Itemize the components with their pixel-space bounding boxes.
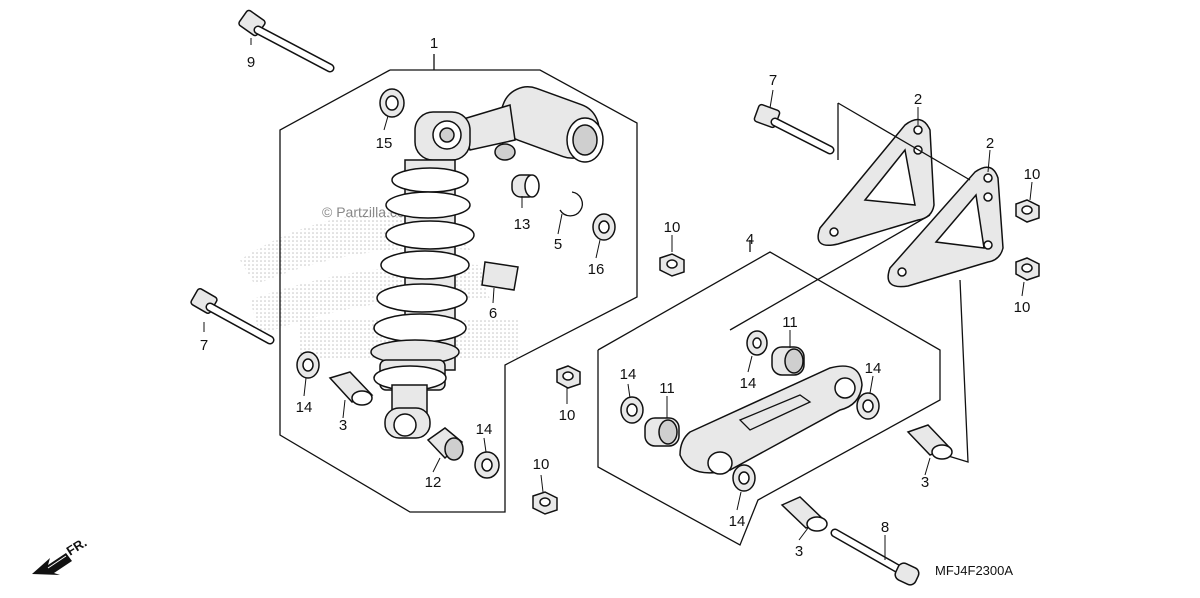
callout-12: 12 — [425, 474, 442, 491]
callout-3a: 3 — [339, 417, 347, 434]
callout-10b: 10 — [1024, 166, 1041, 183]
callout-14b: 14 — [476, 421, 493, 438]
callout-7b: 7 — [200, 337, 208, 354]
callout-10d: 10 — [559, 407, 576, 424]
callout-3b: 3 — [921, 474, 929, 491]
front-arrow-icon — [32, 553, 72, 575]
part-5-circlip — [559, 191, 583, 217]
callout-8: 8 — [881, 519, 889, 536]
part-14-seal-link-a — [746, 330, 768, 356]
callout-5: 5 — [554, 236, 562, 253]
part-8-bolt — [830, 528, 920, 586]
part-3-collar-left — [328, 371, 374, 406]
part-10-nut-d — [556, 365, 581, 389]
callout-10e: 10 — [533, 456, 550, 473]
callout-11a: 11 — [782, 314, 798, 331]
part-10-nut-a — [659, 253, 685, 277]
part-14-seal-shock-bottom — [474, 451, 500, 479]
front-label: FR. — [64, 535, 90, 559]
part-14-seal-left — [296, 351, 320, 379]
link-group-outline — [597, 240, 941, 546]
callout-2a: 2 — [914, 91, 922, 108]
callout-1: 1 — [430, 35, 438, 52]
callout-15: 15 — [376, 135, 393, 152]
callout-11b: 11 — [659, 380, 675, 397]
callout-3c: 3 — [795, 543, 803, 560]
callout-14d: 14 — [740, 375, 757, 392]
callout-4: 4 — [746, 231, 754, 248]
part-14-seal-link-c — [856, 392, 880, 420]
part-10-nut-c — [1015, 257, 1040, 281]
part-11-bearing-a — [771, 346, 805, 376]
part-10-nut-b — [1015, 199, 1040, 223]
callout-7a: 7 — [769, 72, 777, 89]
part-3-collar-right — [906, 424, 953, 460]
callout-10c: 10 — [1014, 299, 1031, 316]
part-9-bolt — [238, 9, 335, 73]
part-16-seal — [592, 213, 616, 241]
part-14-seal-link-b — [620, 396, 644, 424]
part-2-bracket-outer — [887, 166, 1004, 288]
shock-group-outline — [279, 54, 638, 513]
callout-14e: 14 — [865, 360, 882, 377]
part-12-bearing — [426, 427, 464, 461]
callout-14f: 14 — [729, 513, 746, 530]
part-6-label — [481, 261, 519, 291]
part-11-bearing-b — [644, 417, 680, 447]
cushion-link — [679, 365, 863, 475]
callout-10a: 10 — [664, 219, 681, 236]
watermark-wing-logo — [240, 212, 520, 360]
part-7-bolt-right — [753, 103, 835, 155]
part-14-seal-link-d — [732, 464, 756, 492]
part-2-bracket-inner — [817, 118, 935, 246]
part-13-collar — [511, 174, 540, 198]
part-15-seal — [379, 88, 405, 118]
shock-absorber — [370, 86, 604, 439]
leader-lines — [203, 38, 1033, 560]
diagram-code: MFJ4F2300A — [935, 563, 1013, 578]
callout-9: 9 — [247, 54, 255, 71]
callout-2b: 2 — [986, 135, 994, 152]
callout-16: 16 — [588, 261, 605, 278]
callout-13: 13 — [514, 216, 531, 233]
part-7-bolt-left — [190, 288, 275, 345]
part-3-collar-bottom — [780, 496, 828, 532]
callout-6: 6 — [489, 305, 497, 322]
callout-14a: 14 — [296, 399, 313, 416]
bracket-group-lines — [729, 102, 971, 463]
callout-14c: 14 — [620, 366, 637, 383]
part-10-nut-e — [532, 491, 558, 515]
